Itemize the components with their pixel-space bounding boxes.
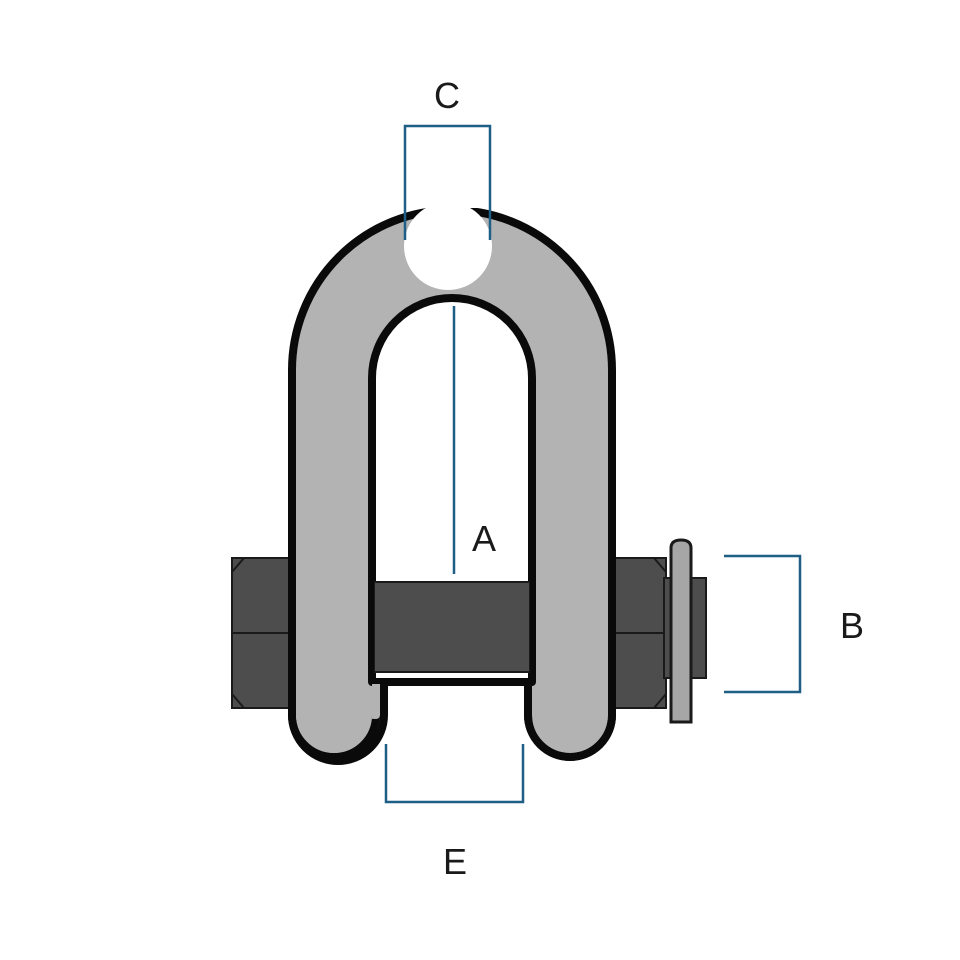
label-a: A xyxy=(472,518,496,559)
cotter-pin xyxy=(669,538,693,724)
label-e: E xyxy=(443,841,467,882)
dimension-c-bracket xyxy=(403,124,492,240)
shackle-legs xyxy=(288,560,616,761)
dimension-e-bracket xyxy=(384,744,525,804)
crown-section xyxy=(400,200,496,290)
pin xyxy=(373,581,531,673)
label-c: C xyxy=(434,75,460,116)
dimension-b-bracket xyxy=(724,554,802,694)
right-nut xyxy=(609,557,667,709)
dimension-lines xyxy=(384,124,802,804)
left-nut xyxy=(231,557,295,709)
label-b: B xyxy=(840,605,864,646)
